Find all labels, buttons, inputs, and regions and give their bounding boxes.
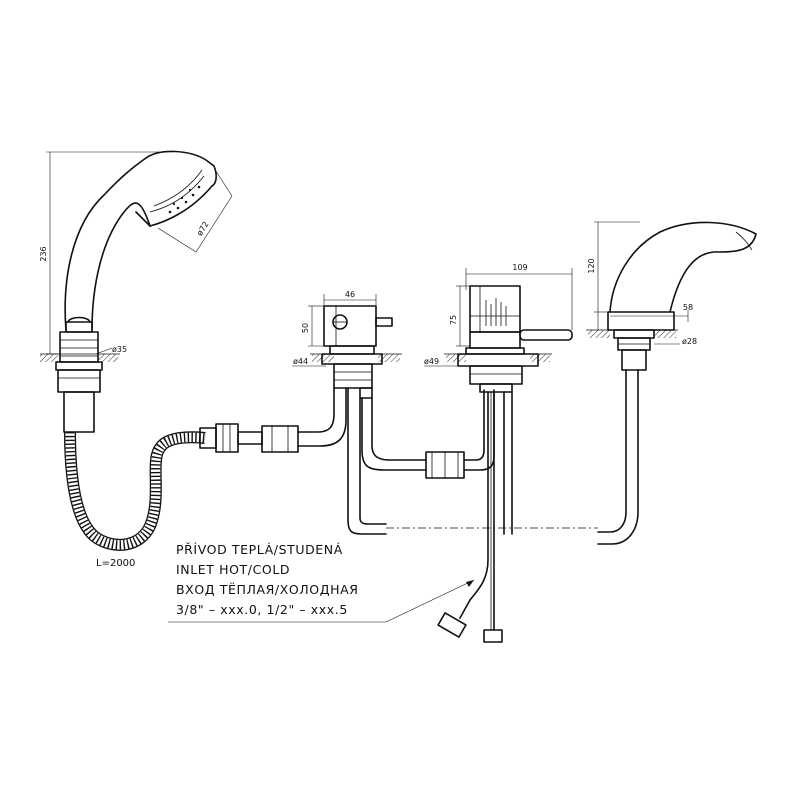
spout-reach-dimension: 58: [683, 303, 693, 312]
flexible-hose: [64, 423, 299, 551]
mixer: [437, 285, 573, 643]
diverter: [297, 305, 427, 535]
spout: [597, 221, 757, 545]
spout-height-dimension: 120: [587, 258, 596, 273]
shower-height-dimension: 236: [39, 246, 48, 261]
mixer-width-dimension: 109: [512, 263, 527, 272]
inlet-note-line-en: INLET HOT/COLD: [176, 562, 290, 577]
diverter-base-diameter-dimension: ø44: [293, 357, 308, 366]
shower-base-diameter-dimension: ø35: [112, 345, 127, 354]
shower-head-diameter-dimension: ø72: [195, 220, 211, 238]
mixer-height-dimension: 75: [449, 315, 458, 325]
pipe-connector: [425, 389, 495, 479]
diverter-height-dimension: 50: [301, 323, 310, 333]
hand-shower: [55, 150, 217, 433]
hose-length-label: L=2000: [96, 558, 135, 569]
mixer-base-diameter-dimension: ø49: [424, 357, 439, 366]
dimension-lines: [46, 151, 689, 367]
inlet-note-line-codes: 3/8" – xxx.0, 1/2" – xxx.5: [176, 602, 348, 617]
diverter-width-dimension: 46: [345, 290, 355, 299]
spout-base-diameter-dimension: ø28: [682, 337, 697, 346]
inlet-note: PŘÍVOD TEPLÁ/STUDENÁ INLET HOT/COLD ВХОД…: [168, 542, 475, 623]
inlet-note-line-cz: PŘÍVOD TEPLÁ/STUDENÁ: [176, 542, 343, 557]
inlet-note-line-ru: ВХОД ТЁПЛАЯ/ХОЛОДНАЯ: [176, 582, 359, 597]
